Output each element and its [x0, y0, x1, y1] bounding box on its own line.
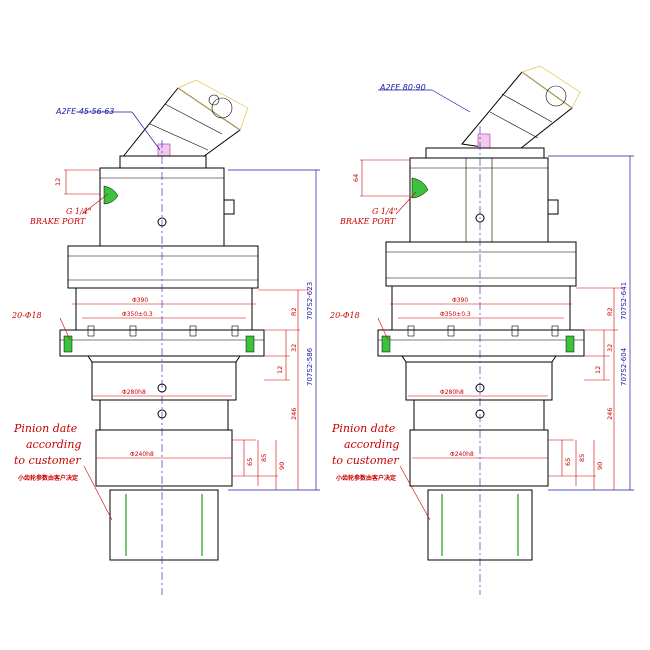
left-bolt-label: 20-Φ18 [11, 311, 42, 320]
left-dia-280: Φ280h8 [122, 389, 146, 396]
left-total-lower: 707S2-586 [306, 347, 314, 386]
pinion-leader-left [83, 465, 113, 521]
pinion-note-line2-right: according [344, 438, 399, 451]
right-motor-label: A2FE 80·90 [379, 83, 426, 92]
right-dia-280: Φ280h8 [440, 389, 464, 396]
right-dim-12b: 12 [594, 366, 602, 374]
pinion-note-cn-left: 小齿轮参数由客户决定 [17, 474, 78, 482]
pinion-note-line2-left: according [26, 438, 81, 451]
left-dia-240: Φ240h8 [130, 451, 154, 458]
left-dim-65: 65 [246, 458, 254, 466]
right-dia-240: Φ240h8 [450, 451, 474, 458]
right-brake-housing [409, 157, 559, 243]
right-dim-64: 64 [352, 174, 360, 182]
right-dia-390: Φ390 [452, 297, 468, 304]
left-dim-32: 32 [290, 344, 298, 352]
right-dim-246: 246 [606, 408, 614, 420]
pinion-note-line3-left: to customer [14, 454, 81, 467]
left-dim-12: 12 [54, 178, 62, 186]
right-dim-r2: R2 [606, 307, 614, 316]
right-total-lower: 707S2-604 [620, 347, 628, 386]
pinion-note-line1-left: Pinion date [13, 422, 78, 435]
right-total-upper: 707S2-641 [620, 282, 628, 320]
right-gearbox [360, 65, 634, 595]
left-motor-label: A2FE 45·56·63 [55, 107, 114, 116]
right-hydraulic-motor [425, 65, 581, 159]
left-brake-port-label: BRAKE PORT [29, 217, 86, 226]
right-dim-85: 85 [578, 454, 586, 462]
left-pinion [109, 489, 219, 561]
left-hydraulic-motor [119, 79, 249, 169]
left-main-housing [67, 245, 259, 331]
right-main-housing [385, 241, 577, 331]
left-dia-350: Φ350±0.3 [122, 311, 153, 318]
pinion-leader-right [399, 465, 431, 521]
right-output-body [401, 355, 557, 487]
right-dimensions [360, 89, 634, 491]
right-dim-90: 90 [596, 462, 604, 470]
left-dim-12b: 12 [276, 366, 284, 374]
left-dia-390: Φ390 [132, 297, 148, 304]
left-brake-housing [99, 167, 235, 247]
left-dimensions [59, 111, 320, 491]
right-dia-350: Φ350±0.3 [440, 311, 471, 318]
pinion-note-line1-right: Pinion date [331, 422, 396, 435]
right-dim-65: 65 [564, 458, 572, 466]
left-output-body [87, 355, 241, 487]
right-dim-32: 32 [606, 344, 614, 352]
right-mounting-flange [377, 325, 585, 357]
right-brake-port-size: G 1/4" [372, 207, 398, 216]
pinion-note-cn-right: 小齿轮参数由客户决定 [335, 474, 396, 482]
left-dim-246: 246 [290, 408, 298, 420]
left-total-upper: 707S2-623 [306, 282, 314, 320]
left-dim-r2: R2 [290, 307, 298, 316]
left-dim-85: 85 [260, 454, 268, 462]
left-dim-90: 90 [278, 462, 286, 470]
left-gearbox [59, 79, 320, 595]
left-brake-port-size: G 1/4" [66, 207, 92, 216]
right-bolt-label: 20-Φ18 [329, 311, 360, 320]
pinion-note-line3-right: to customer [332, 454, 399, 467]
right-brake-port-label: BRAKE PORT [339, 217, 396, 226]
